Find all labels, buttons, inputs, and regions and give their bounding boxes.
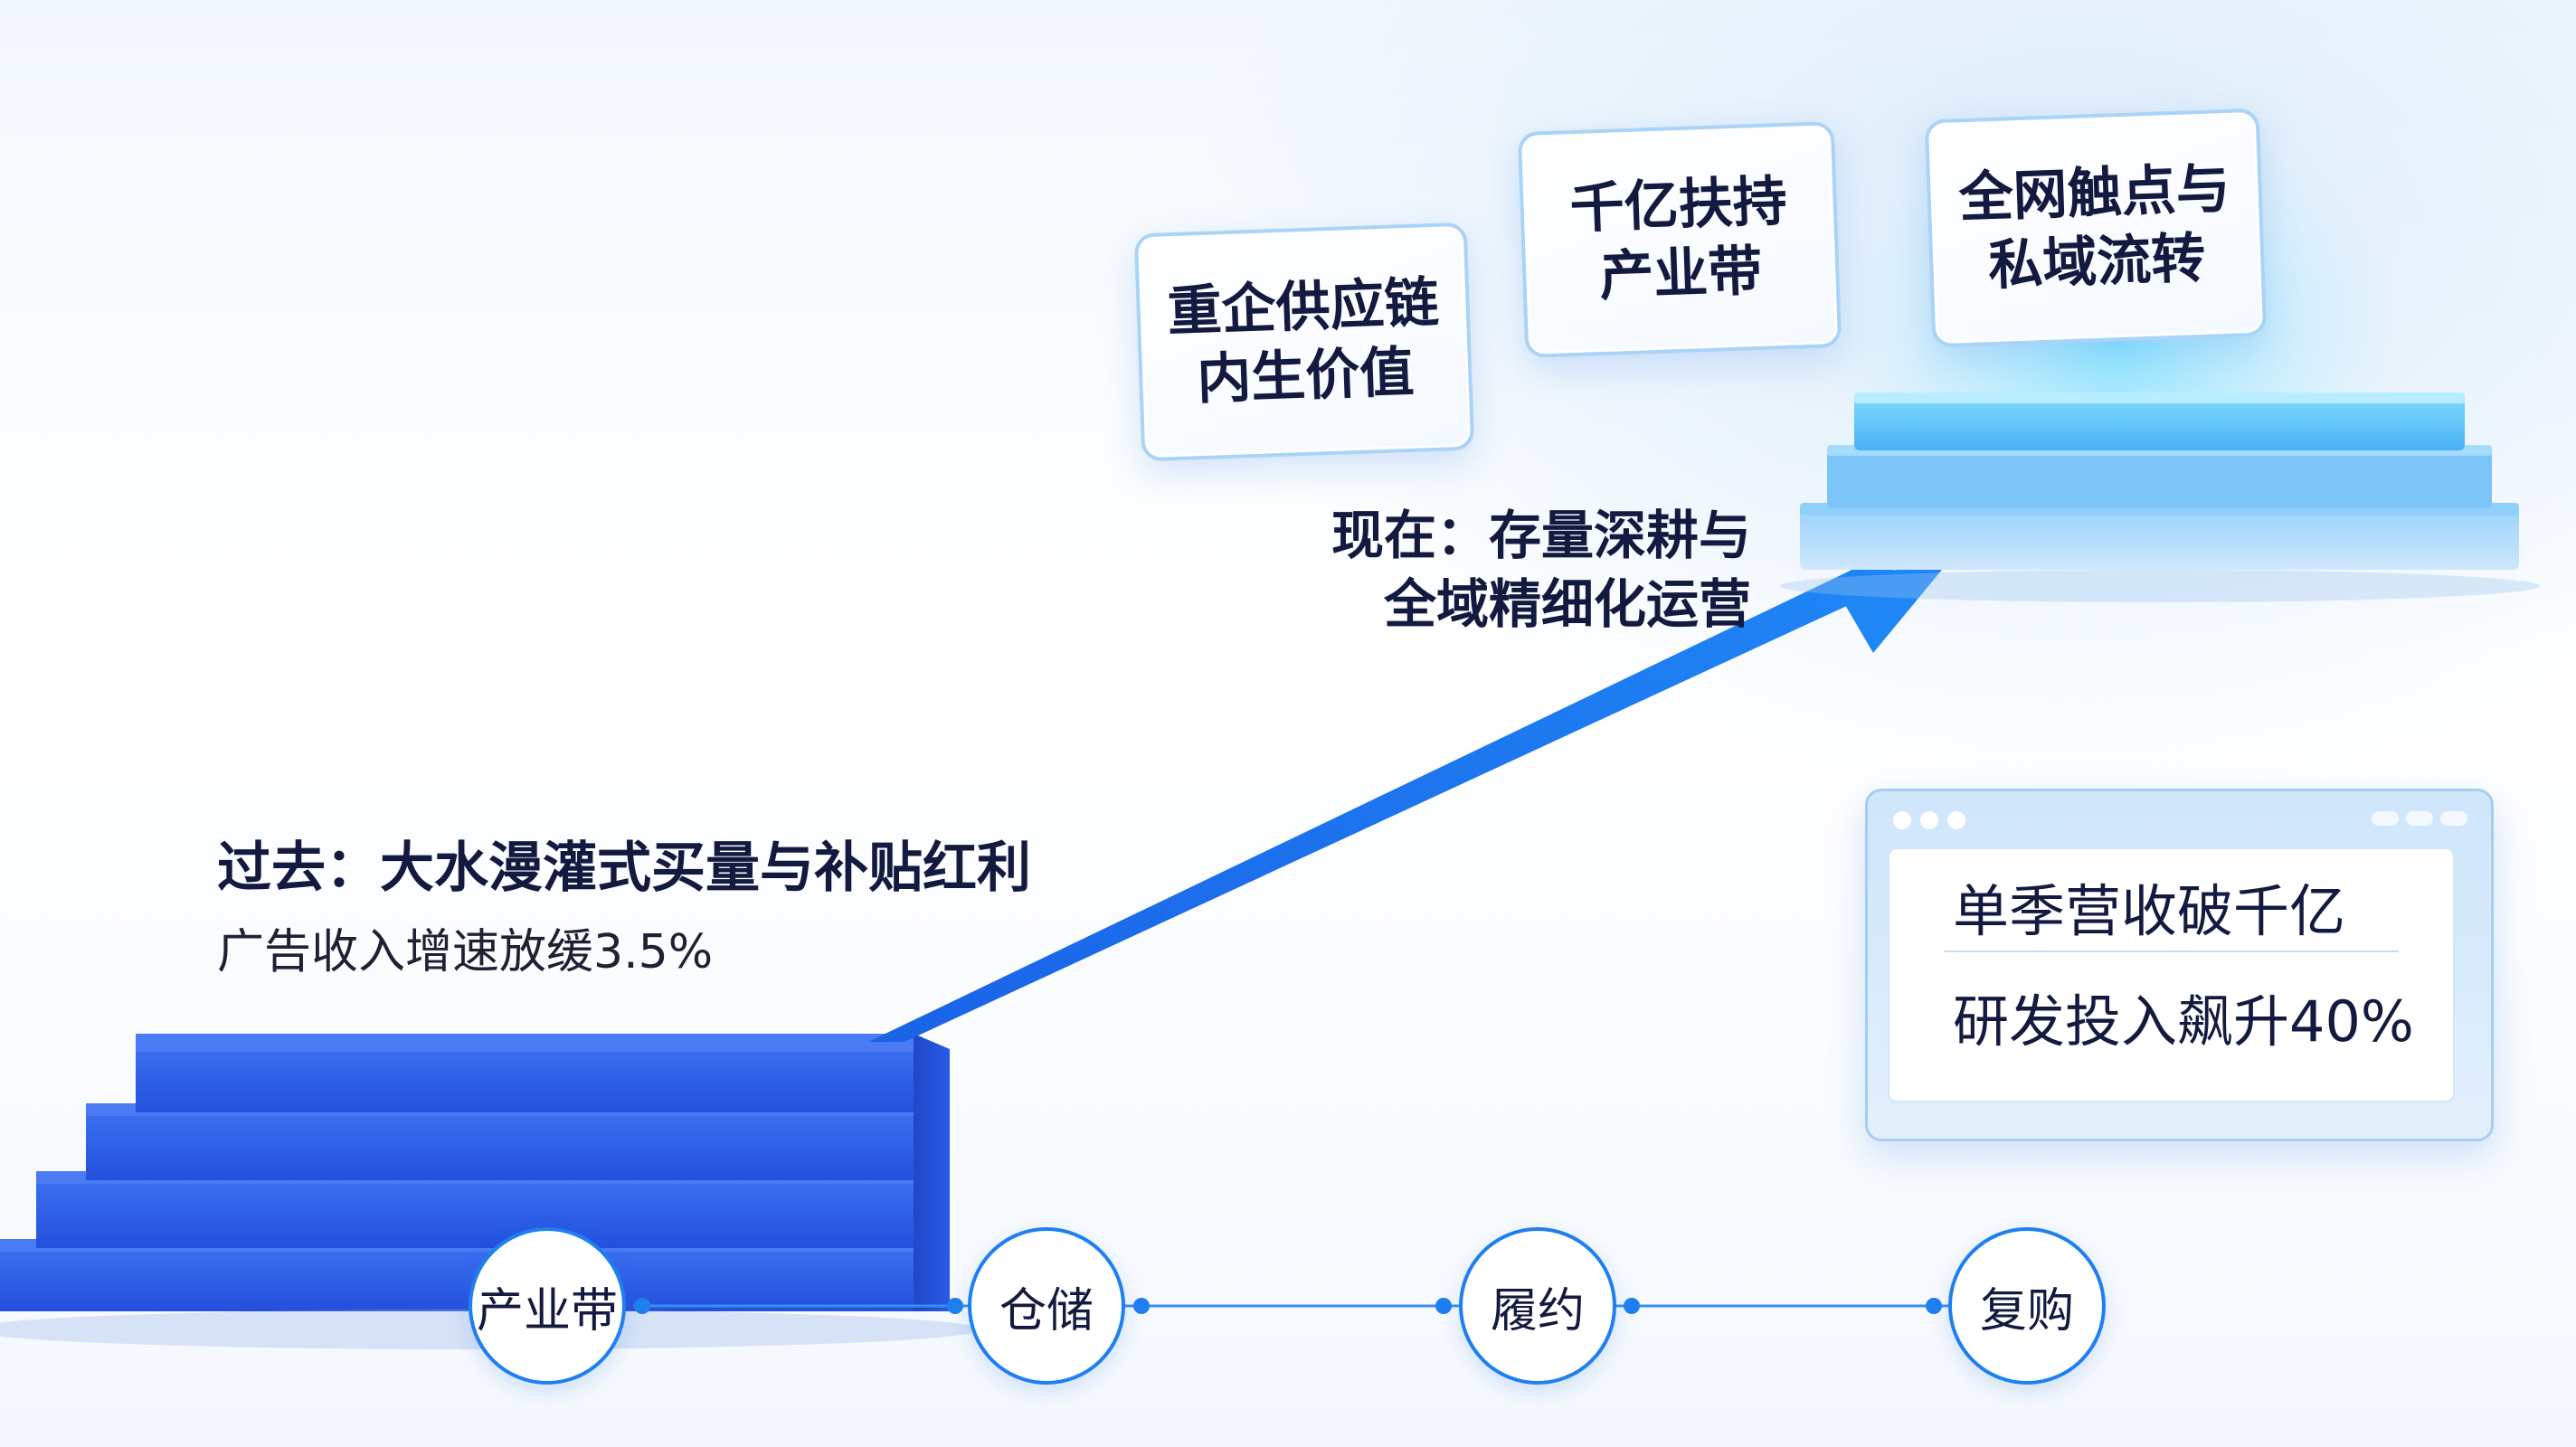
process-node-repurchase: 复购 (1948, 1227, 2106, 1385)
window-controls (2372, 811, 2467, 826)
metrics-window-panel: 单季营收破千亿 研发投入飙升40% (1865, 789, 2494, 1141)
node-label: 复购 (1979, 1283, 2074, 1338)
card-label: 重企供应链 内生价值 (1166, 270, 1440, 412)
process-connector-line (633, 1298, 1954, 1314)
card-label: 千亿扶持 产业带 (1568, 169, 1788, 309)
card-omnichannel-private-domain: 全网触点与 私域流转 (1924, 108, 2268, 348)
present-heading: 现在：存量深耕与 全域精细化运营 (1331, 505, 1751, 635)
node-label: 仓储 (999, 1283, 1094, 1338)
window-dots (1893, 811, 1965, 829)
card-supply-chain-value: 重企供应链 内生价值 (1133, 222, 1475, 462)
metric-divider (1944, 950, 2399, 952)
process-node-fulfillment: 履约 (1459, 1227, 1616, 1385)
process-node-industry-belt: 产业带 (469, 1227, 626, 1385)
past-heading: 过去：大水漫灌式买量与补贴红利 (217, 837, 1031, 900)
node-label: 产业带 (476, 1283, 618, 1338)
past-subtext: 广告收入增速放缓3.5% (217, 925, 714, 979)
metric-quarterly-revenue: 单季营收破千亿 (1953, 878, 2346, 944)
card-label: 全网触点与 私域流转 (1957, 156, 2231, 298)
card-industry-belt-support: 千亿扶持 产业带 (1517, 120, 1842, 359)
process-node-warehousing: 仓储 (968, 1227, 1125, 1385)
metrics-window-content: 单季营收破千亿 研发投入飙升40% (1888, 847, 2455, 1102)
node-label: 履约 (1490, 1283, 1585, 1338)
stairs-graphic (0, 1034, 981, 1349)
metric-rd-investment: 研发投入飙升40% (1953, 988, 2414, 1055)
